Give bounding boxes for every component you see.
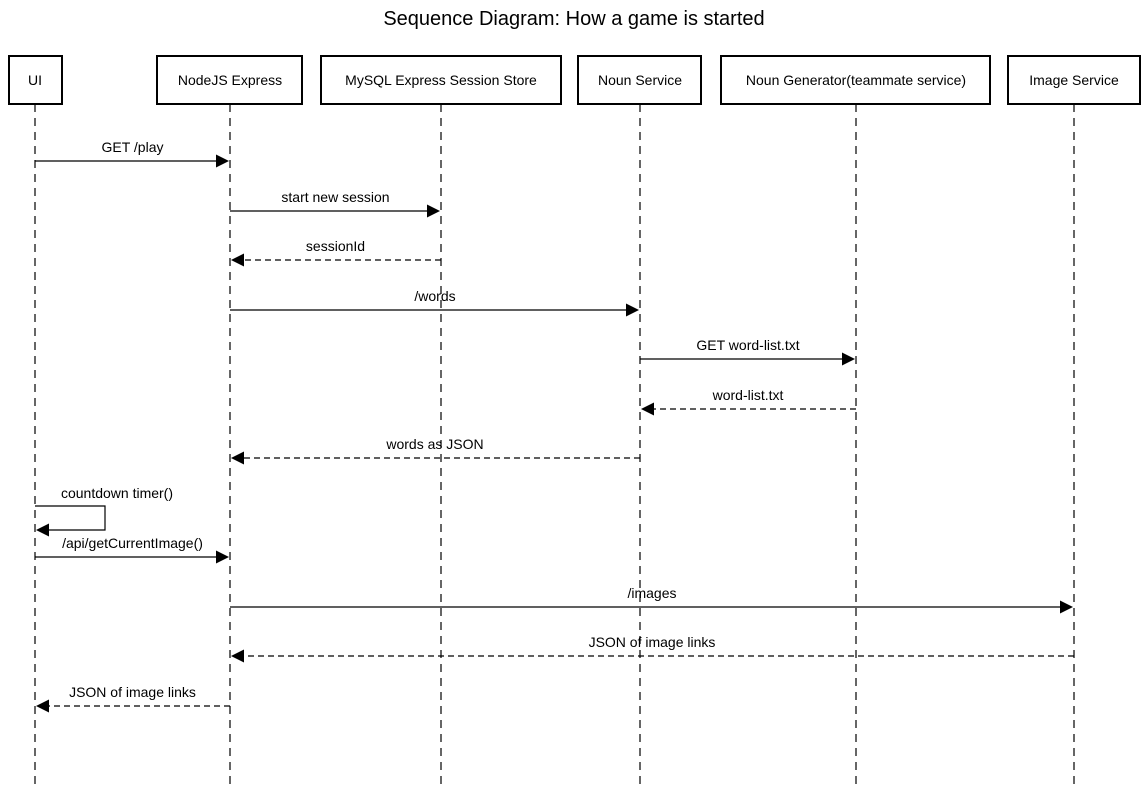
arrowhead bbox=[216, 550, 229, 564]
arrowhead bbox=[231, 451, 244, 465]
participant-ui: UI bbox=[8, 55, 63, 105]
participant-label: NodeJS Express bbox=[178, 72, 282, 88]
arrowhead bbox=[641, 402, 654, 416]
lifelines bbox=[34, 104, 1075, 787]
participant-label: Noun Service bbox=[598, 72, 682, 88]
message-3: sessionId bbox=[231, 238, 441, 267]
message-label: GET word-list.txt bbox=[696, 337, 799, 353]
participant-label: Image Service bbox=[1029, 72, 1119, 88]
participant-label: UI bbox=[28, 72, 42, 88]
message-6: word-list.txt bbox=[641, 387, 856, 416]
arrowhead bbox=[231, 253, 244, 267]
arrowhead bbox=[36, 523, 49, 537]
message-label: /api/getCurrentImage() bbox=[62, 535, 203, 551]
arrowhead bbox=[216, 154, 229, 168]
participant-express: NodeJS Express bbox=[156, 55, 303, 105]
participant-store: MySQL Express Session Store bbox=[320, 55, 562, 105]
message-label: JSON of image links bbox=[589, 634, 716, 650]
participant-noun: Noun Service bbox=[577, 55, 702, 105]
participant-box bbox=[156, 55, 303, 105]
arrowhead bbox=[626, 303, 639, 317]
participant-box bbox=[320, 55, 562, 105]
participants: UI NodeJS Express MySQL Express Session St… bbox=[8, 55, 1141, 105]
message-label: JSON of image links bbox=[69, 684, 196, 700]
arrowhead bbox=[842, 352, 855, 366]
message-label: sessionId bbox=[306, 238, 365, 254]
message-12: JSON of image links bbox=[36, 684, 230, 713]
participant-box bbox=[8, 55, 63, 105]
message-7: words as JSON bbox=[231, 436, 640, 465]
message-1: GET /play bbox=[35, 139, 229, 168]
message-9: /api/getCurrentImage() bbox=[35, 535, 229, 564]
message-label: /images bbox=[627, 585, 676, 601]
message-label: countdown timer() bbox=[61, 485, 173, 501]
message-label: GET /play bbox=[102, 139, 164, 155]
arrowhead bbox=[1060, 600, 1073, 614]
message-line bbox=[35, 505, 106, 531]
diagram-title: Sequence Diagram: How a game is started bbox=[383, 8, 765, 30]
message-11: JSON of image links bbox=[231, 634, 1074, 663]
participant-box bbox=[1007, 55, 1141, 105]
message-8: countdown timer() bbox=[35, 485, 173, 537]
message-4: /words bbox=[230, 288, 639, 317]
arrowhead bbox=[231, 649, 244, 663]
participant-label: MySQL Express Session Store bbox=[345, 72, 537, 88]
message-label: start new session bbox=[281, 189, 389, 205]
messages: GET /play start new session sessionId/word… bbox=[35, 139, 1074, 713]
message-label: /words bbox=[414, 288, 455, 304]
participant-box bbox=[720, 55, 991, 105]
message-label: words as JSON bbox=[385, 436, 483, 452]
arrowhead bbox=[427, 204, 440, 218]
message-5: GET word-list.txt bbox=[640, 337, 855, 366]
participant-label: Noun Generator(teammate service) bbox=[746, 72, 966, 88]
message-2: start new session bbox=[230, 189, 440, 218]
participant-image: Image Service bbox=[1007, 55, 1141, 105]
participant-box bbox=[577, 55, 702, 105]
participant-gen: Noun Generator(teammate service) bbox=[720, 55, 991, 105]
message-label: word-list.txt bbox=[712, 387, 784, 403]
message-10: /images bbox=[230, 585, 1073, 614]
arrowhead bbox=[36, 699, 49, 713]
